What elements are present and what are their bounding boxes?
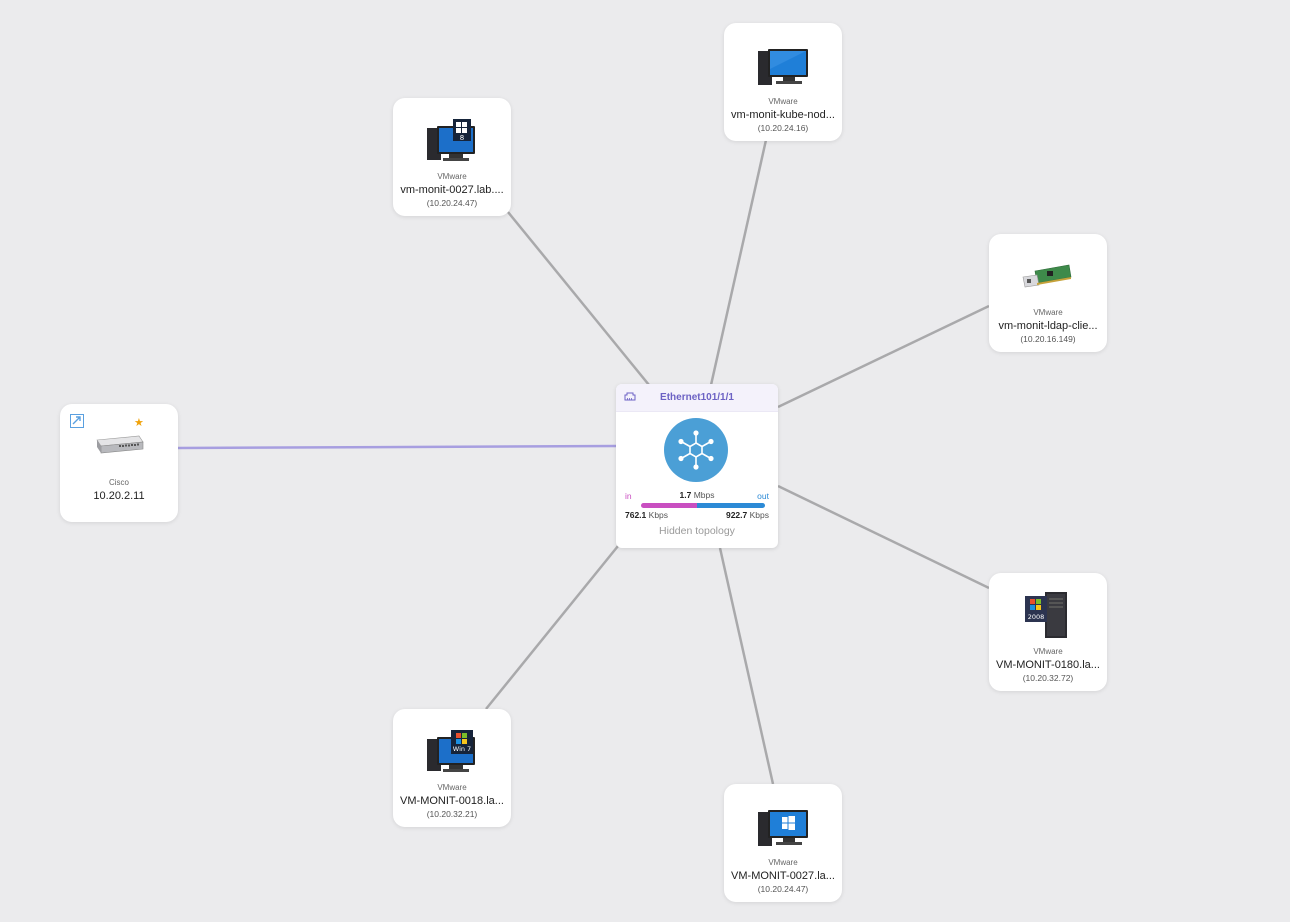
device-ip: (10.20.16.149) bbox=[1020, 334, 1076, 344]
uplink-line bbox=[176, 444, 617, 450]
device-ip: (10.20.32.72) bbox=[1022, 673, 1074, 683]
traffic-out-unit: Kbps bbox=[749, 510, 769, 520]
device-name: vm-monit-kube-nod... bbox=[731, 109, 835, 121]
device-vendor: VMware bbox=[768, 858, 798, 867]
network-card-icon bbox=[989, 258, 1107, 298]
hidden-topology-label[interactable]: Hidden topology bbox=[659, 525, 735, 537]
device-vendor: VMware bbox=[1033, 647, 1063, 656]
link-line bbox=[718, 547, 775, 785]
traffic-bar-out bbox=[696, 503, 765, 508]
traffic-bar bbox=[641, 503, 765, 508]
ethernet-port-icon bbox=[624, 392, 636, 401]
traffic-total-value: 1.7 bbox=[679, 490, 692, 500]
windows-10-computer-icon bbox=[724, 802, 842, 852]
link-line bbox=[777, 304, 990, 409]
device-vendor: Cisco bbox=[108, 478, 129, 487]
hub-network-icon[interactable] bbox=[664, 418, 728, 482]
traffic-out-label: out bbox=[757, 491, 769, 501]
windows-7-computer-icon: Win 7 bbox=[393, 727, 511, 777]
interface-card-header: Ethernet101/1/1 bbox=[616, 384, 778, 412]
device-name: VM-MONIT-0027.la... bbox=[731, 870, 835, 882]
traffic-out: 922.7 Kbps bbox=[726, 510, 769, 520]
windows-2008-server-icon: 2008 bbox=[989, 587, 1107, 641]
windows-8-computer-icon: 8 bbox=[393, 116, 511, 166]
traffic-in-unit: Kbps bbox=[648, 510, 669, 520]
device-ip: (10.20.24.47) bbox=[757, 884, 809, 894]
star-icon[interactable]: ★ bbox=[134, 417, 144, 429]
device-vendor: VMware bbox=[437, 783, 467, 792]
node-VM-MONIT-0018[interactable]: Win 7 VMware VM-MONIT-0018.la... (10.20.… bbox=[393, 709, 511, 827]
traffic-total-unit: Mbps bbox=[693, 490, 715, 500]
link-line bbox=[507, 211, 650, 386]
device-vendor: VMware bbox=[768, 97, 798, 106]
link-line bbox=[485, 545, 619, 710]
link-line bbox=[709, 139, 768, 386]
traffic-bar-in bbox=[641, 503, 697, 508]
external-link-icon[interactable] bbox=[70, 414, 84, 428]
device-name: vm-monit-0027.lab.... bbox=[400, 184, 504, 196]
device-name: 10.20.2.11 bbox=[93, 490, 145, 502]
device-ip: (10.20.32.21) bbox=[426, 809, 478, 819]
device-ip: (10.20.24.16) bbox=[757, 123, 809, 133]
device-vendor: VMware bbox=[437, 172, 467, 181]
device-name: VM-MONIT-0018.la... bbox=[400, 795, 504, 807]
interface-card[interactable]: Ethernet101/1/1 in 1.7 Mbps out 762.1 K bbox=[616, 384, 778, 548]
traffic-in-value: 762.1 bbox=[625, 510, 647, 520]
svg-text:8: 8 bbox=[460, 134, 464, 142]
svg-text:Win 7: Win 7 bbox=[453, 745, 471, 753]
node-cisco-switch[interactable]: ★ Cisco 10.20.2.11 bbox=[60, 404, 178, 522]
link-line bbox=[777, 484, 990, 590]
traffic-out-value: 922.7 bbox=[725, 510, 748, 520]
svg-text:2008: 2008 bbox=[1028, 613, 1045, 621]
node-vm-monit-0180[interactable]: 2008 VMware VM-MONIT-0180.la... (10.20.3… bbox=[989, 573, 1107, 691]
device-vendor: VMware bbox=[1033, 308, 1063, 317]
device-ip: (10.20.24.47) bbox=[426, 198, 478, 208]
traffic-total: 1.7 Mbps bbox=[616, 490, 778, 500]
interface-title[interactable]: Ethernet101/1/1 bbox=[660, 392, 734, 403]
traffic-in: 762.1 Kbps bbox=[625, 510, 668, 520]
device-name: VM-MONIT-0180.la... bbox=[996, 659, 1100, 671]
node-VM-MONIT-0027[interactable]: VMware VM-MONIT-0027.la... (10.20.24.47) bbox=[724, 784, 842, 902]
node-vm-monit-kube-node[interactable]: VMware vm-monit-kube-nod... (10.20.24.16… bbox=[724, 23, 842, 141]
node-vm-monit-0027-lab[interactable]: 8 VMware vm-monit-0027.lab.... (10.20.24… bbox=[393, 98, 511, 216]
device-name: vm-monit-ldap-clie... bbox=[998, 320, 1098, 332]
network-switch-icon bbox=[60, 430, 178, 460]
traffic-in-label: in bbox=[625, 491, 632, 501]
node-vm-monit-ldap-client[interactable]: VMware vm-monit-ldap-clie... (10.20.16.1… bbox=[989, 234, 1107, 352]
computer-icon bbox=[724, 41, 842, 91]
